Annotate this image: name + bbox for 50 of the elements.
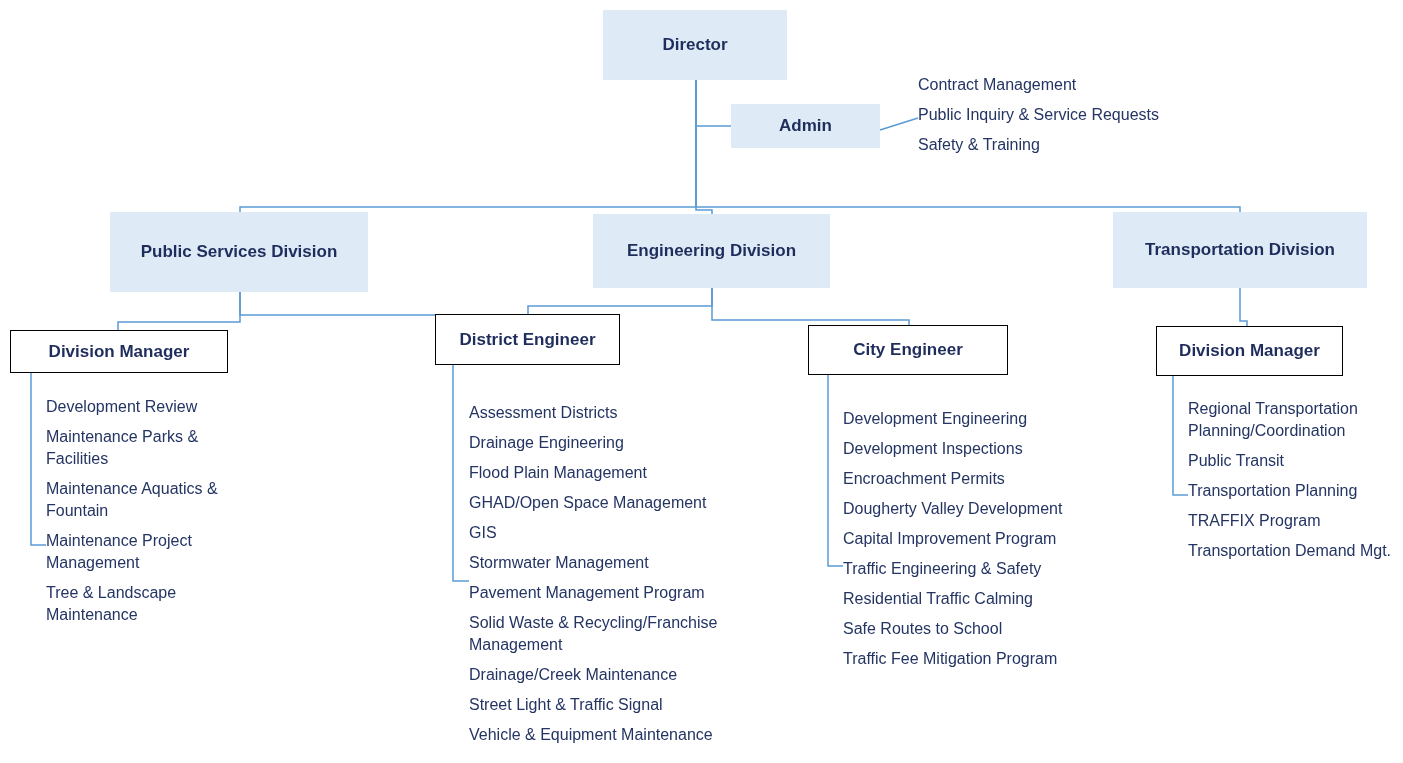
connector-line (239, 291, 436, 316)
list-item: Maintenance Project Management (46, 531, 193, 573)
list-item: Traffic Fee Mitigation Program (843, 649, 1059, 669)
list-item: Regional Transportation Planning/Coordination (1188, 399, 1359, 441)
list-item: TRAFFIX Program (1188, 511, 1322, 531)
division-box: Admin (731, 104, 880, 148)
list-item: Flood Plain Management (469, 463, 648, 483)
connector-line (30, 372, 47, 546)
list-item: Safety & Training (918, 135, 1041, 155)
connector-line (1172, 375, 1189, 496)
role-box: District Engineer (435, 314, 620, 365)
list-item: Public Inquiry & Service Requests (918, 105, 1160, 125)
division-box: Engineering Division (593, 214, 830, 288)
division-box: Public Services Division (110, 212, 368, 292)
list-item: Maintenance Parks & Facilities (46, 427, 200, 469)
role-box: City Engineer (808, 325, 1008, 375)
list-item: Solid Waste & Recycling/Franchise Management (469, 613, 719, 655)
list-item: Traffic Engineering & Safety (843, 559, 1043, 579)
list-item: Tree & Landscape Maintenance (46, 583, 178, 625)
connector-line (1239, 287, 1248, 327)
list-item: GHAD/Open Space Management (469, 493, 708, 513)
list-item: Assessment Districts (469, 403, 619, 423)
connector-line (827, 374, 844, 567)
list-item: Transportation Planning (1188, 481, 1359, 501)
list-item: Pavement Management Program (469, 583, 706, 603)
connector-line (452, 364, 470, 582)
list-item: Development Review (46, 397, 199, 417)
connector-line (711, 287, 910, 326)
list-item: Contract Management (918, 75, 1078, 95)
list-item: Maintenance Aquatics & Fountain (46, 479, 219, 521)
list-item: Transportation Demand Mgt. (1188, 541, 1393, 561)
list-item: Drainage/Creek Maintenance (469, 665, 679, 685)
division-box: Director (603, 10, 787, 80)
list-item: Vehicle & Equipment Maintenance (469, 725, 714, 745)
list-item: Safe Routes to School (843, 619, 1004, 639)
list-item: Development Engineering (843, 409, 1029, 429)
division-box: Transportation Division (1113, 212, 1367, 288)
list-item: Stormwater Management (469, 553, 650, 573)
list-item: GIS (469, 523, 498, 543)
list-item: Drainage Engineering (469, 433, 625, 453)
list-item: Residential Traffic Calming (843, 589, 1034, 609)
connector-line (879, 117, 919, 131)
list-item: Development Inspections (843, 439, 1024, 459)
list-item: Public Transit (1188, 451, 1286, 471)
list-item: Dougherty Valley Development (843, 499, 1064, 519)
list-item: Street Light & Traffic Signal (469, 695, 664, 715)
list-item: Encroachment Permits (843, 469, 1006, 489)
list-item: Capital Improvement Program (843, 529, 1058, 549)
role-box: Division Manager (1156, 326, 1343, 376)
role-box: Division Manager (10, 330, 228, 373)
